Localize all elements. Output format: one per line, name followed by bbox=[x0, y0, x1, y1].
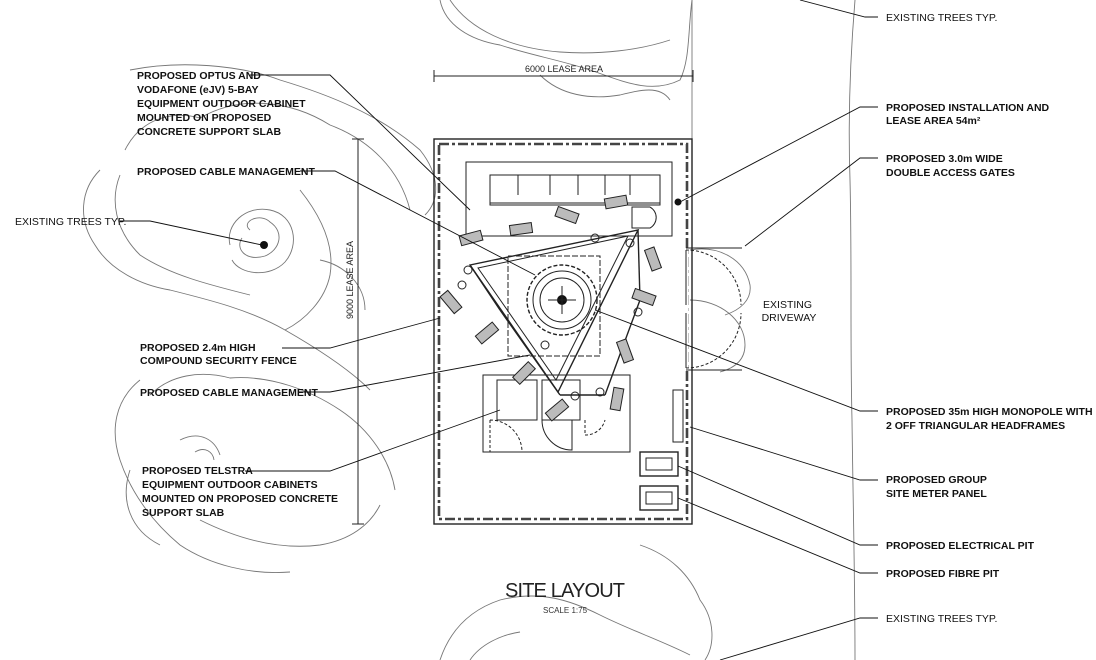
title-block: SITE LAYOUT SCALE 1:75 bbox=[505, 580, 625, 615]
installation-area-label: PROPOSED INSTALLATION AND LEASE AREA 54m… bbox=[886, 102, 1052, 127]
lease-boundary bbox=[433, 138, 693, 525]
tree-canopies bbox=[83, 0, 856, 660]
electrical-pit-label: PROPOSED ELECTRICAL PIT bbox=[886, 540, 1035, 552]
optus-cabinet bbox=[465, 161, 673, 237]
existing-trees-left-label: EXISTING TREES TYP. bbox=[15, 216, 126, 228]
cable-management-bottom-label: PROPOSED CABLE MANAGEMENT bbox=[140, 387, 319, 399]
width-dimension-label: 6000 LEASE AREA bbox=[525, 64, 603, 74]
compound bbox=[433, 138, 742, 525]
meter-panel-label: PROPOSED GROUP SITE METER PANEL bbox=[886, 474, 990, 500]
lease-dimensions: 6000 LEASE AREA 9000 LEASE AREA bbox=[345, 64, 694, 525]
optus-cabinet-label: PROPOSED OPTUS AND VODAFONE (eJV) 5-BAY … bbox=[137, 70, 309, 138]
meter-and-pits bbox=[639, 389, 684, 511]
height-dimension-label: 9000 LEASE AREA bbox=[345, 241, 355, 319]
leader-lines bbox=[120, 0, 878, 660]
existing-driveway-label: EXISTING DRIVEWAY bbox=[762, 299, 817, 324]
labels: PROPOSED OPTUS AND VODAFONE (eJV) 5-BAY … bbox=[15, 12, 1095, 625]
existing-trees-bottom-right-label: EXISTING TREES TYP. bbox=[886, 613, 997, 625]
monopole-label: PROPOSED 35m HIGH MONOPOLE WITH 2 OFF TR… bbox=[886, 406, 1095, 432]
drawing-scale: SCALE 1:75 bbox=[543, 606, 588, 615]
access-gates-label: PROPOSED 3.0m WIDE DOUBLE ACCESS GATES bbox=[886, 153, 1015, 179]
security-fence-label: PROPOSED 2.4m HIGH COMPOUND SECURITY FEN… bbox=[140, 342, 297, 367]
drawing-title: SITE LAYOUT bbox=[505, 580, 625, 602]
existing-trees-top-right-label: EXISTING TREES TYP. bbox=[886, 12, 997, 24]
monopole bbox=[439, 194, 663, 422]
security-fence bbox=[437, 142, 689, 521]
cable-management-top-label: PROPOSED CABLE MANAGEMENT bbox=[137, 166, 316, 178]
telstra-cabinets-label: PROPOSED TELSTRA EQUIPMENT OUTDOOR CABIN… bbox=[142, 465, 341, 519]
fibre-pit-label: PROPOSED FIBRE PIT bbox=[886, 568, 1000, 580]
telstra-cabinets bbox=[482, 374, 631, 453]
